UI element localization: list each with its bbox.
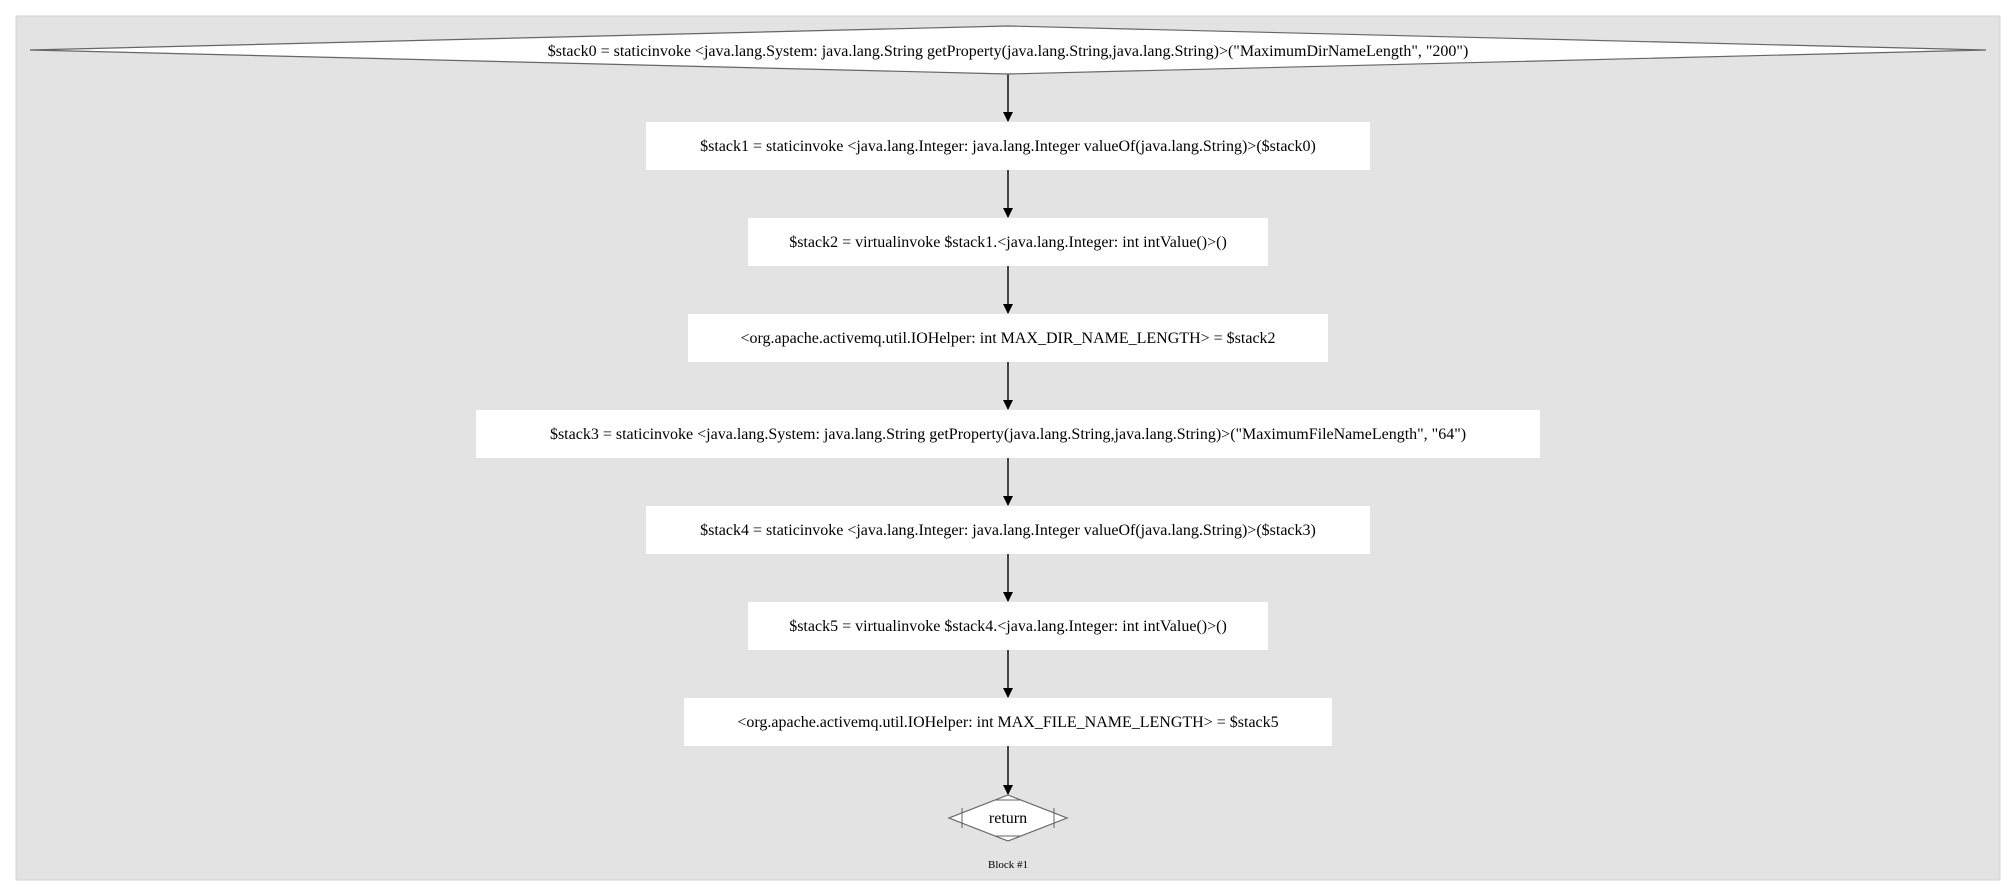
node-label: $stack1 = staticinvoke <java.lang.Intege… bbox=[700, 138, 1316, 155]
cluster-label: Block #1 bbox=[988, 859, 1028, 871]
node-return-terminal: return bbox=[947, 794, 1069, 842]
node-max-dir-name-box: <org.apache.activemq.util.IOHelper: int … bbox=[688, 314, 1328, 362]
node-stack3-box: $stack3 = staticinvoke <java.lang.System… bbox=[476, 410, 1540, 458]
node-label: <org.apache.activemq.util.IOHelper: int … bbox=[737, 714, 1278, 731]
node-stack5-box: $stack5 = virtualinvoke $stack4.<java.la… bbox=[748, 602, 1268, 650]
statement-node-shape bbox=[688, 314, 1328, 362]
node-label: <org.apache.activemq.util.IOHelper: int … bbox=[740, 330, 1275, 347]
statement-node-shape bbox=[748, 218, 1268, 266]
decision-node-shape bbox=[29, 25, 1987, 75]
node-max-file-name-box: <org.apache.activemq.util.IOHelper: int … bbox=[684, 698, 1332, 746]
node-label: $stack5 = virtualinvoke $stack4.<java.la… bbox=[789, 618, 1227, 635]
node-stack0-diamond: $stack0 = staticinvoke <java.lang.System… bbox=[29, 25, 1987, 75]
terminal-node-shape bbox=[947, 794, 1069, 842]
node-label: $stack3 = staticinvoke <java.lang.System… bbox=[550, 426, 1466, 443]
statement-node-shape bbox=[748, 602, 1268, 650]
statement-node-shape bbox=[476, 410, 1540, 458]
statement-node-shape bbox=[646, 122, 1370, 170]
statement-node-shape bbox=[646, 506, 1370, 554]
node-label: $stack0 = staticinvoke <java.lang.System… bbox=[548, 43, 1469, 60]
statement-node-shape bbox=[684, 698, 1332, 746]
node-stack2-box: $stack2 = virtualinvoke $stack1.<java.la… bbox=[748, 218, 1268, 266]
node-label: $stack4 = staticinvoke <java.lang.Intege… bbox=[700, 522, 1316, 539]
node-label: $stack2 = virtualinvoke $stack1.<java.la… bbox=[789, 234, 1227, 251]
node-stack4-box: $stack4 = staticinvoke <java.lang.Intege… bbox=[646, 506, 1370, 554]
node-stack1-box: $stack1 = staticinvoke <java.lang.Intege… bbox=[646, 122, 1370, 170]
node-label: return bbox=[989, 810, 1027, 827]
